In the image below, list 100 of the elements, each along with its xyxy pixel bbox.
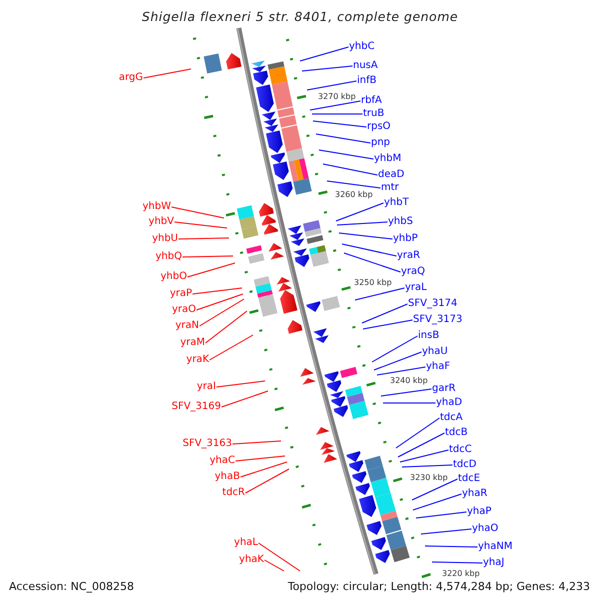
gene-label: tdcC <box>449 444 472 456</box>
gene-label: yhbM <box>374 153 402 165</box>
gene-label: pnp <box>371 137 390 149</box>
leader-line <box>178 238 230 240</box>
gene-label: yhaO <box>472 523 498 535</box>
tick-label: 3230 kbp <box>410 473 448 482</box>
leader-line <box>326 180 381 188</box>
leader-line <box>412 478 458 500</box>
leader-line <box>376 366 426 376</box>
gene-label: yhaP <box>467 506 492 518</box>
leader-line <box>174 222 228 228</box>
leader-line <box>199 298 244 326</box>
leader-line <box>216 380 266 388</box>
leader-line <box>398 432 445 458</box>
leader-line <box>416 512 467 518</box>
gene-label: tdcA <box>440 412 463 424</box>
gene-label: yhaJ <box>483 557 504 569</box>
gene-label: SFV_3163 <box>182 438 232 450</box>
leader-line <box>312 120 367 128</box>
leader-line <box>209 334 254 360</box>
gene-label: yraO <box>172 304 196 316</box>
leader-line <box>196 294 244 310</box>
gene-label: garR <box>432 383 456 395</box>
gene-label: deaD <box>378 169 404 181</box>
leader-line <box>264 560 284 572</box>
leader-line <box>187 262 236 278</box>
gene-label: tdcB <box>445 427 468 439</box>
leader-line <box>338 232 393 240</box>
gene-label: rbfA <box>361 95 382 107</box>
tick-label: 3250 kbp <box>354 278 392 288</box>
gene-label: truB <box>363 108 384 120</box>
gene-label: yhbT <box>384 197 409 209</box>
gene-label: SFV_3169 <box>172 401 221 413</box>
leader-line <box>300 46 349 62</box>
leader-line <box>400 450 449 462</box>
gene-label: yhbQ <box>156 251 182 263</box>
accession-label: Accession: NC_008258 <box>9 580 134 593</box>
leader-line <box>306 80 357 90</box>
leader-line <box>402 464 453 468</box>
gene-label: tdcR <box>222 487 245 499</box>
leader-line <box>240 462 288 478</box>
leader-line <box>380 388 432 396</box>
gene-label: yhbW <box>142 201 171 213</box>
tick-label: 3220 kbp <box>442 569 480 578</box>
gene-label: yhaL <box>234 537 258 549</box>
gene-label: yraM <box>180 337 205 349</box>
gene-label: yraR <box>397 250 420 262</box>
tick-label: 3240 kbp <box>390 376 428 385</box>
gene-label: tdcD <box>453 459 476 471</box>
leader-line <box>232 440 282 444</box>
leader-line <box>322 164 378 176</box>
gene-label: yhaK <box>239 554 264 566</box>
gene-label: yhbS <box>388 216 413 228</box>
gene-label: yhaU <box>422 346 448 358</box>
leader-line <box>374 352 422 370</box>
leader-line <box>342 244 397 256</box>
leader-line <box>336 222 388 226</box>
leader-line <box>382 402 436 404</box>
gene-label: yraP <box>170 288 192 300</box>
leader-line <box>245 468 290 494</box>
gene-label: yraQ <box>401 266 426 278</box>
tick-label: 3270 kbp <box>318 92 356 100</box>
leader-line <box>316 134 371 144</box>
gene-label: yhbU <box>152 233 178 245</box>
leader-line <box>432 562 483 564</box>
leader-line <box>143 68 192 78</box>
leader-line <box>344 252 401 272</box>
leader-line <box>412 494 462 510</box>
gene-label: yraN <box>175 320 199 332</box>
leader-line <box>362 320 413 330</box>
gene-label: yhbV <box>148 216 174 228</box>
title: Shigella flexneri 5 str. 8401, complete genome <box>142 10 458 24</box>
tick-label: 3260 kbp <box>335 190 373 199</box>
gene-label: yraL <box>405 282 427 294</box>
gene-label: mtr <box>381 182 399 194</box>
gene-label: yhaB <box>214 471 240 483</box>
gene-label: yhaC <box>210 455 235 467</box>
gene-label: infB <box>357 75 376 87</box>
leader-line <box>258 542 300 572</box>
gene-label: yhbC <box>349 41 375 53</box>
gene-label: yraI <box>196 381 216 393</box>
gene-label: yhbO <box>160 271 187 283</box>
leader-line <box>205 310 248 344</box>
leader-line <box>302 66 353 72</box>
gene-label: argG <box>118 72 143 84</box>
leader-line <box>372 336 418 362</box>
leader-line <box>336 202 384 222</box>
gene-label: yhbP <box>393 233 418 245</box>
gene-label: nusA <box>353 60 378 72</box>
gene-label: rpsO <box>367 121 391 133</box>
leader-line <box>235 456 286 462</box>
leader-line <box>182 256 234 258</box>
gene-label: yhaF <box>426 361 450 373</box>
leader-line <box>310 100 361 110</box>
gene-label: SFV_3174 <box>408 298 458 310</box>
gene-label: yhaD <box>436 397 462 409</box>
leader-line <box>318 150 374 160</box>
gene-label: yhaR <box>462 488 488 500</box>
leader-line <box>420 528 472 534</box>
leader-line <box>192 288 242 294</box>
